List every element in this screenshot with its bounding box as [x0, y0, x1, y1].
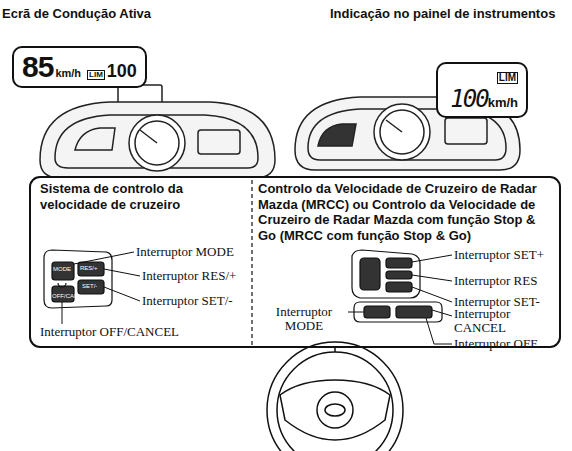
hud-display-box: 85km/h LIM100	[12, 46, 147, 88]
screen-title: Indicação no painel de instrumentos	[330, 6, 555, 21]
speed-value: 85	[22, 50, 53, 84]
switch-label: Interruptor MODE	[136, 245, 234, 258]
switch-label: Interruptor SET+	[454, 248, 544, 261]
switch-face-text: SET/-	[82, 283, 97, 289]
switch-label: Interruptor RES/+	[142, 269, 236, 282]
set-speed-value: 100	[107, 61, 137, 82]
switch-label: Interruptor SET/-	[142, 294, 233, 307]
cluster-display-box: LIM 100km/h	[436, 62, 528, 118]
switch-face-text: RES/+	[80, 265, 98, 271]
panel-heading: Controlo da Velocidade de Cruzeiro de Ra…	[258, 181, 556, 243]
switch-label: Interruptor MODE	[262, 305, 346, 332]
limiter-icon: LIM	[87, 70, 105, 80]
cruise-panel: Sistema de controlo da velocidade de cru…	[40, 181, 245, 343]
switch-face-text: OFF/CAN	[52, 293, 78, 299]
switch-label: Interruptor OFF	[454, 337, 537, 350]
limiter-icon: LIM	[497, 72, 518, 84]
switch-label: Interruptor CANCEL	[454, 307, 554, 334]
switch-label: Interruptor RES	[454, 274, 537, 287]
speed-unit: km/h	[55, 67, 81, 79]
set-speed-value: 100	[450, 85, 487, 113]
switch-label: Interruptor OFF/CANCEL	[40, 325, 179, 338]
screen-title: Ecrã de Condução Ativa	[2, 6, 151, 21]
switch-face-text: MODE	[53, 266, 71, 272]
speed-unit: km/h	[488, 95, 518, 110]
panel-heading: Sistema de controlo da velocidade de cru…	[40, 181, 245, 212]
